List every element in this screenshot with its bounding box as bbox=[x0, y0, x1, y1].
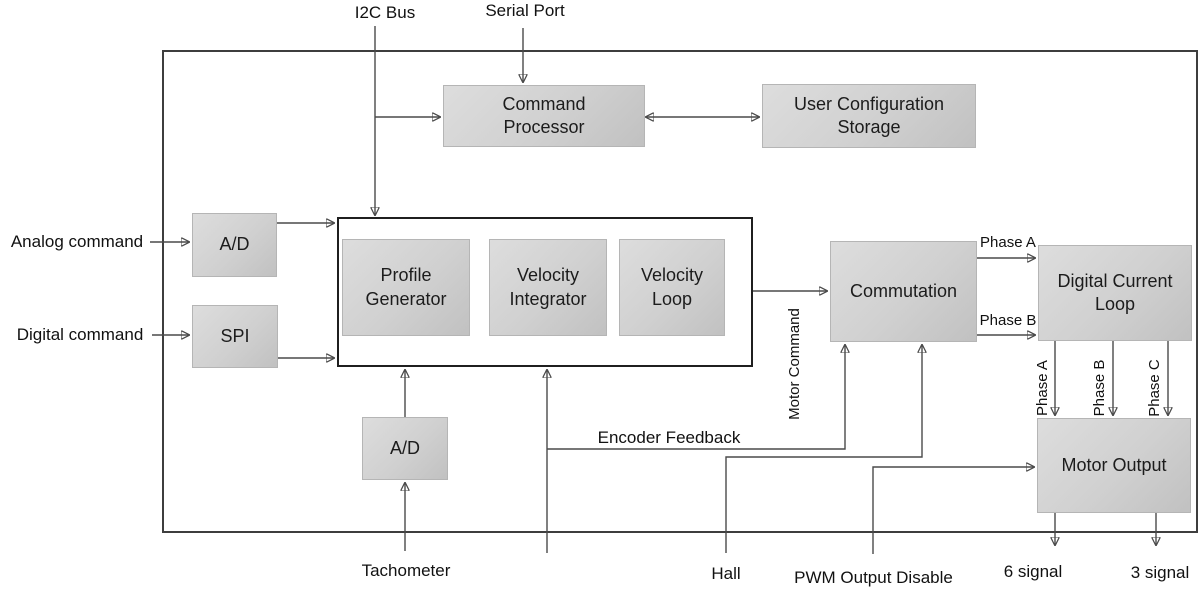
block-label-line: SPI bbox=[220, 325, 250, 346]
label-digital-command: Digital command bbox=[16, 325, 144, 344]
label-six-signal: 6 signal bbox=[1003, 562, 1063, 581]
block-label-line: Motor Output bbox=[1061, 454, 1167, 475]
block-label-line: A/D bbox=[219, 234, 250, 255]
label-i2c-bus: I2C Bus bbox=[354, 3, 416, 22]
label-hall: Hall bbox=[711, 564, 741, 583]
block-spi: SPI bbox=[192, 305, 278, 368]
block-commutation: Commutation bbox=[830, 241, 977, 342]
block-motor-output: Motor Output bbox=[1037, 418, 1191, 513]
block-label-line: Storage bbox=[837, 117, 901, 137]
block-label-line: Velocity bbox=[640, 265, 704, 286]
block-adc-analog: A/D bbox=[192, 213, 277, 277]
block-label-line: A/D bbox=[389, 437, 420, 458]
block-user-configuration-storage: User Configuration Storage bbox=[762, 84, 976, 148]
label-output-phase-a: Phase A bbox=[1034, 360, 1051, 416]
label-phase-a: Phase A bbox=[980, 234, 1036, 251]
block-digital-current-loop: Digital Current Loop bbox=[1038, 245, 1192, 341]
label-output-phase-b: Phase B bbox=[1091, 359, 1108, 417]
block-label-line: Loop bbox=[651, 288, 693, 309]
block-label-line: Processor bbox=[503, 117, 585, 137]
label-serial-port: Serial Port bbox=[485, 1, 565, 20]
block-command-processor: Command Processor bbox=[443, 85, 645, 147]
block-label-line: Generator bbox=[365, 288, 447, 309]
label-motor-command: Motor Command bbox=[786, 308, 803, 420]
chip-boundary-frame bbox=[162, 50, 1198, 533]
block-label-line: Integrator bbox=[509, 288, 587, 309]
label-three-signal: 3 signal bbox=[1130, 563, 1190, 582]
block-velocity-loop: Velocity Loop bbox=[619, 239, 725, 336]
block-label-line: Commutation bbox=[849, 280, 958, 301]
block-adc-tachometer: A/D bbox=[362, 417, 448, 480]
block-velocity-integrator: Velocity Integrator bbox=[489, 239, 607, 336]
label-output-phase-c: Phase C bbox=[1146, 359, 1163, 417]
block-label-line: Profile bbox=[380, 265, 432, 286]
label-tachometer: Tachometer bbox=[361, 561, 451, 580]
trajectory-pipeline-frame bbox=[337, 217, 753, 367]
block-label-line: Command bbox=[502, 93, 586, 114]
label-pwm-output-disable: PWM Output Disable bbox=[794, 568, 953, 587]
label-phase-b: Phase B bbox=[979, 312, 1037, 329]
block-label-line: Digital Current bbox=[1057, 270, 1173, 291]
label-encoder-feedback: Encoder Feedback bbox=[597, 428, 741, 447]
block-label-line: Velocity bbox=[516, 265, 580, 286]
block-label-line: User Configuration bbox=[793, 93, 945, 114]
block-label-line: Loop bbox=[1094, 294, 1136, 314]
label-analog-command: Analog command bbox=[10, 232, 144, 251]
block-profile-generator: Profile Generator bbox=[342, 239, 470, 336]
